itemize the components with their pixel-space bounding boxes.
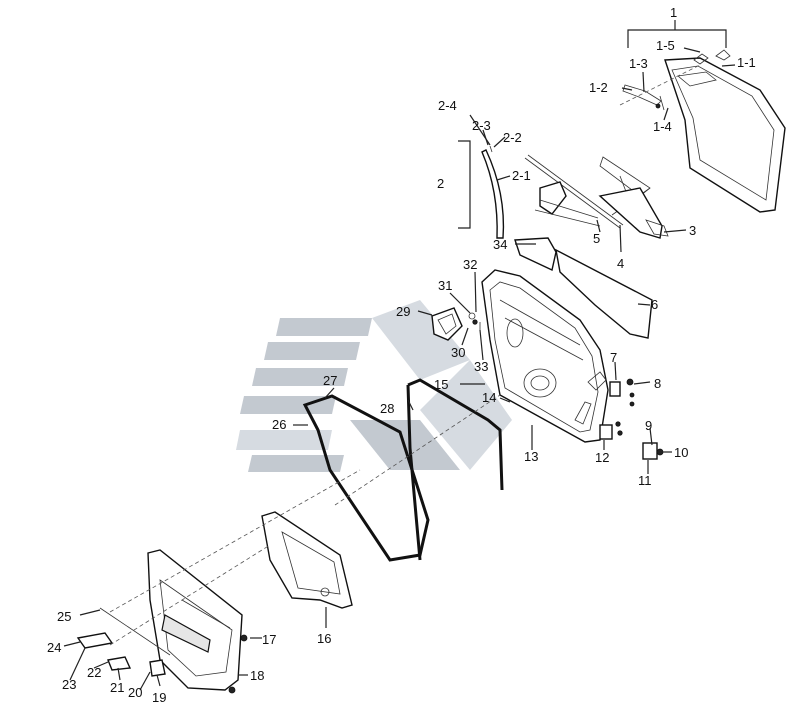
label-23: 23 xyxy=(62,677,76,692)
door-hinge-parts xyxy=(599,378,664,460)
leader-lines xyxy=(63,20,736,691)
label-28: 28 xyxy=(380,401,394,416)
label-12: 12 xyxy=(595,450,609,465)
label-4: 4 xyxy=(617,256,624,271)
window-guide-rail xyxy=(481,145,505,239)
label-33: 33 xyxy=(474,359,488,374)
label-27: 27 xyxy=(323,373,337,388)
label-5: 5 xyxy=(593,231,600,246)
label-24: 24 xyxy=(47,640,61,655)
label-17: 17 xyxy=(262,632,276,647)
label-34: 34 xyxy=(493,237,507,252)
trim-hardware xyxy=(76,607,171,677)
door-weatherstrip-seals xyxy=(302,378,504,562)
label-1-5: 1-5 xyxy=(656,38,675,53)
inner-door-frame xyxy=(481,269,609,443)
label-30: 30 xyxy=(451,345,465,360)
label-1-3: 1-3 xyxy=(629,56,648,71)
label-32: 32 xyxy=(463,257,477,272)
label-21: 21 xyxy=(110,680,124,695)
label-25: 25 xyxy=(57,609,71,624)
label-10: 10 xyxy=(674,445,688,460)
label-8: 8 xyxy=(654,376,661,391)
label-26: 26 xyxy=(272,417,286,432)
label-2-1: 2-1 xyxy=(512,168,531,183)
label-7: 7 xyxy=(610,350,617,365)
label-2: 2 xyxy=(437,176,444,191)
label-1-1: 1-1 xyxy=(737,55,756,70)
label-31: 31 xyxy=(438,278,452,293)
label-13: 13 xyxy=(524,449,538,464)
label-2-3: 2-3 xyxy=(472,118,491,133)
label-16: 16 xyxy=(317,631,331,646)
label-20: 20 xyxy=(128,685,142,700)
watermark-logo xyxy=(236,300,512,472)
label-1-2: 1-2 xyxy=(589,80,608,95)
label-3: 3 xyxy=(689,223,696,238)
door-glass xyxy=(514,237,653,339)
mirror-bracket xyxy=(431,307,481,341)
label-1-4: 1-4 xyxy=(653,119,672,134)
label-1: 1 xyxy=(670,5,677,20)
label-2-2: 2-2 xyxy=(503,130,522,145)
trim-backing-panel xyxy=(261,511,353,609)
callout-labels: 1 1-5 1-1 1-3 1-2 1-4 2-4 2-3 2-2 2 2-1 … xyxy=(47,5,756,705)
label-11: 11 xyxy=(638,473,652,488)
label-29: 29 xyxy=(396,304,410,319)
label-6: 6 xyxy=(651,297,658,312)
assembly-lines xyxy=(109,64,701,646)
window-regulator xyxy=(524,154,669,239)
label-14: 14 xyxy=(482,390,496,405)
label-2-4: 2-4 xyxy=(438,98,457,113)
label-9: 9 xyxy=(645,418,652,433)
label-22: 22 xyxy=(87,665,101,680)
label-18: 18 xyxy=(250,668,264,683)
outer-door-panel xyxy=(622,49,786,213)
label-19: 19 xyxy=(152,690,166,705)
label-15: 15 xyxy=(434,377,448,392)
interior-trim-panel xyxy=(147,549,248,694)
